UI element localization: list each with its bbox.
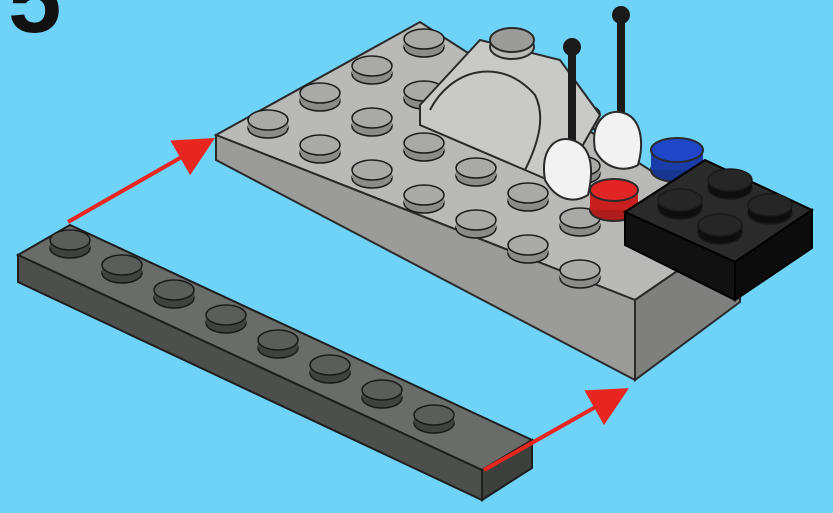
plate-stud: [206, 305, 246, 333]
plate-stud: [300, 135, 340, 163]
plate-stud: [456, 158, 496, 186]
plate-stud: [456, 210, 496, 238]
plate-stud: [352, 56, 392, 84]
plate-stud: [352, 160, 392, 188]
plate-stud: [508, 235, 548, 263]
plate-stud: [50, 230, 90, 258]
plate-stud: [352, 108, 392, 136]
plate-stud: [404, 133, 444, 161]
plate-stud: [404, 185, 444, 213]
plate-stud: [560, 260, 600, 288]
plate-stud: [508, 183, 548, 211]
plate-stud: [248, 110, 288, 138]
plate-stud: [414, 405, 454, 433]
plate-stud: [748, 194, 792, 224]
plate-stud: [362, 380, 402, 408]
plate-stud: [404, 29, 444, 57]
plate-stud: [102, 255, 142, 283]
upper-attach-arrow: [68, 142, 208, 222]
plate-stud: [300, 83, 340, 111]
plate-stud: [154, 280, 194, 308]
plate-stud: [698, 214, 742, 244]
plate-stud: [658, 189, 702, 219]
plate-stud: [708, 169, 752, 199]
white-cone-right: [594, 112, 641, 169]
plate-stud: [258, 330, 298, 358]
plate-stud: [310, 355, 350, 383]
